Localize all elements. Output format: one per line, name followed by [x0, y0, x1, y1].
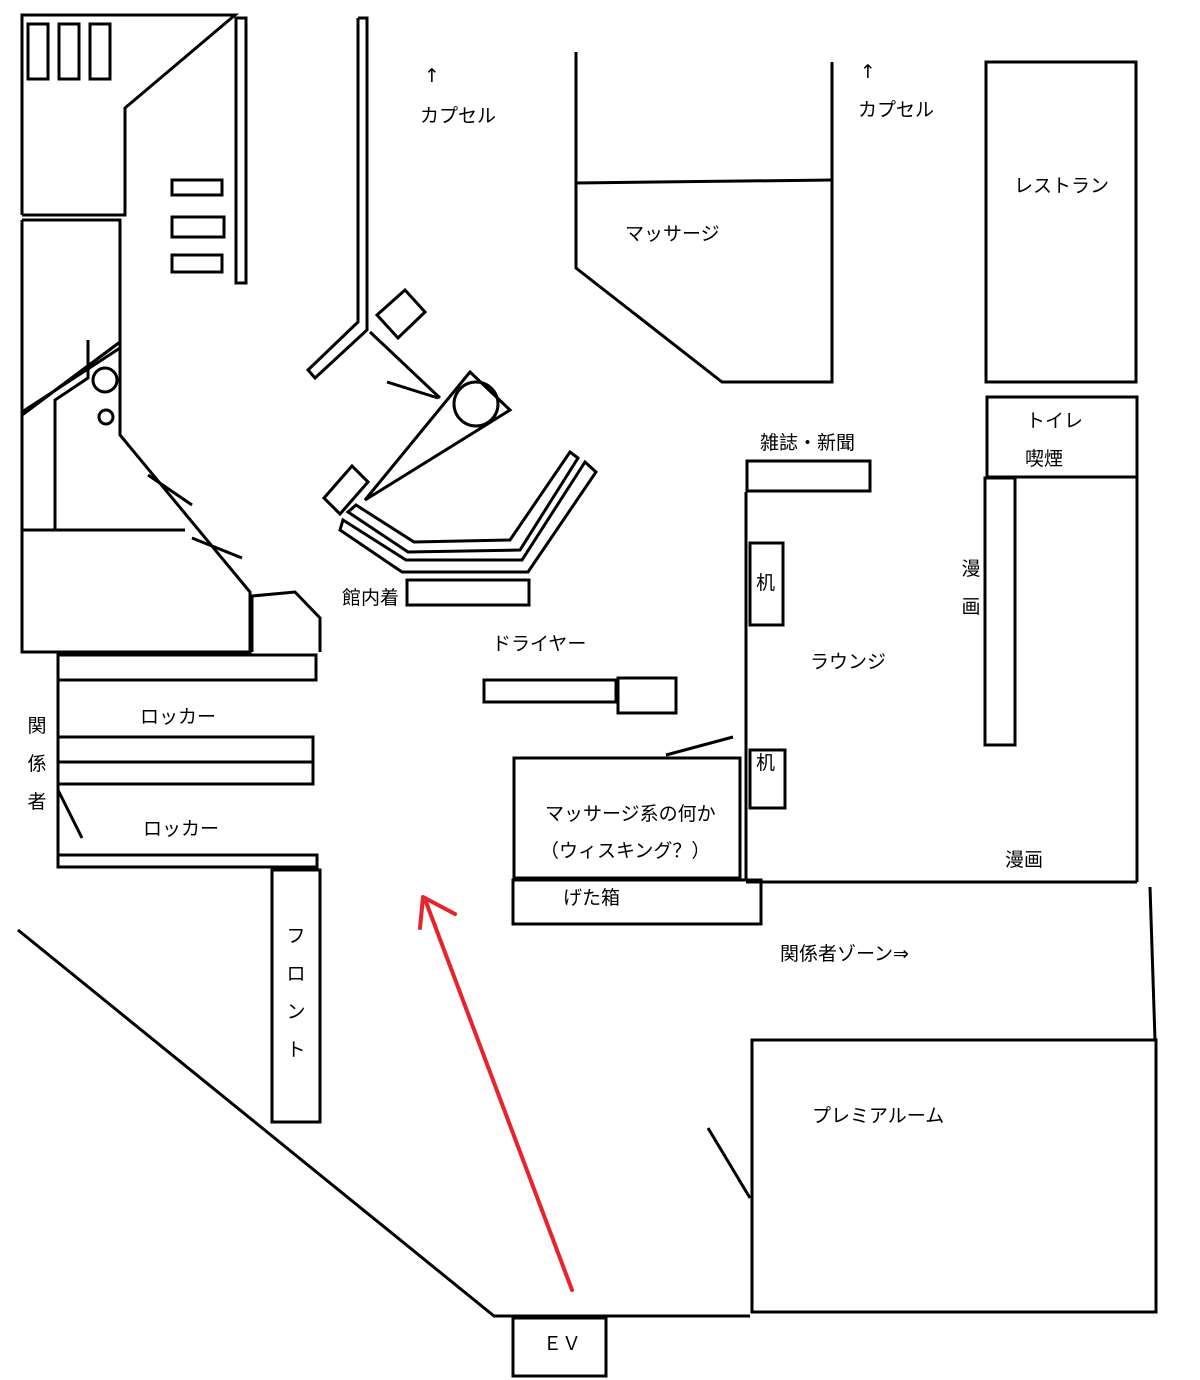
- label-manga-v2: 画: [961, 596, 980, 618]
- label-front-4: ト: [286, 1039, 305, 1061]
- toilet-smoking: [985, 395, 1139, 479]
- bench-2: [170, 215, 226, 239]
- bench-1: [170, 178, 224, 197]
- label-premium-room: プレミアルーム: [812, 1105, 944, 1127]
- sink-2: [97, 408, 115, 426]
- label-desk-top: 机: [756, 572, 775, 594]
- label-lounge: ラウンジ: [810, 651, 886, 673]
- label-front-2: ロ: [286, 963, 305, 985]
- locker-area: [56, 653, 319, 869]
- sink-1: [91, 366, 119, 394]
- label-smoking: 喫煙: [1025, 448, 1063, 470]
- label-manga-v1: 漫: [961, 558, 980, 580]
- restaurant: [984, 60, 1138, 384]
- label-dryer: ドライヤー: [492, 633, 586, 655]
- elevator: [511, 1316, 608, 1378]
- label-massage-device-1: マッサージ系の何か: [545, 803, 716, 825]
- top-left-room: [20, 13, 240, 217]
- partition-b: [305, 16, 369, 381]
- label-shoe-box: げた箱: [563, 887, 620, 909]
- vent-3: [88, 22, 112, 81]
- desk-1: [748, 541, 785, 627]
- label-capsule-left: カプセル: [420, 105, 496, 127]
- massage-device: [512, 756, 742, 880]
- left-wall-block: [20, 218, 322, 654]
- label-capsule-right: カプセル: [858, 99, 934, 121]
- manga-shelf: [983, 476, 1017, 747]
- label-restaurant: レストラン: [1014, 175, 1109, 197]
- counter-structure: [321, 287, 598, 574]
- label-loungewear: 館内着: [342, 587, 399, 609]
- label-staff-2: 係: [27, 753, 46, 775]
- dryer-stand: [616, 676, 678, 715]
- dryer-counter: [482, 678, 618, 704]
- vent-2: [57, 22, 81, 81]
- label-staff-1: 関: [27, 715, 46, 737]
- label-front-3: ン: [286, 1001, 305, 1023]
- magazine-rack: [745, 459, 872, 493]
- label-staff-3: 者: [27, 791, 46, 813]
- arrow-up-left: ↑: [424, 65, 440, 87]
- front-desk: [270, 868, 322, 1124]
- shoe-box: [511, 878, 763, 926]
- arrow-up-right: ↑: [860, 61, 876, 83]
- label-magazines: 雑誌・新聞: [760, 432, 855, 454]
- label-toilet: トイレ: [1026, 410, 1083, 432]
- red-route-arrow: [418, 895, 574, 1292]
- label-elevator: ＥＶ: [543, 1333, 581, 1355]
- lounge-walls: [665, 459, 1139, 884]
- label-desk-bottom: 机: [756, 752, 775, 774]
- bench-3: [170, 253, 224, 274]
- label-massage-device-2: （ウィスキング？）: [540, 840, 710, 862]
- desk-2: [748, 748, 787, 810]
- label-front-1: フ: [286, 925, 305, 947]
- vent-1: [26, 22, 50, 81]
- partition-a: [234, 16, 248, 285]
- massage-room: [574, 52, 834, 384]
- label-staff-zone: 関係者ゾーン⇒: [780, 943, 909, 965]
- label-locker-bottom: ロッカー: [143, 818, 219, 840]
- label-manga-bottom: 漫画: [1005, 849, 1043, 871]
- label-massage: マッサージ: [625, 223, 720, 245]
- premium-room: [706, 886, 1158, 1314]
- round-table: [452, 380, 500, 428]
- label-locker-top: ロッカー: [140, 706, 216, 728]
- outer-wall: [17, 928, 750, 1318]
- loungewear-shelf: [405, 578, 531, 607]
